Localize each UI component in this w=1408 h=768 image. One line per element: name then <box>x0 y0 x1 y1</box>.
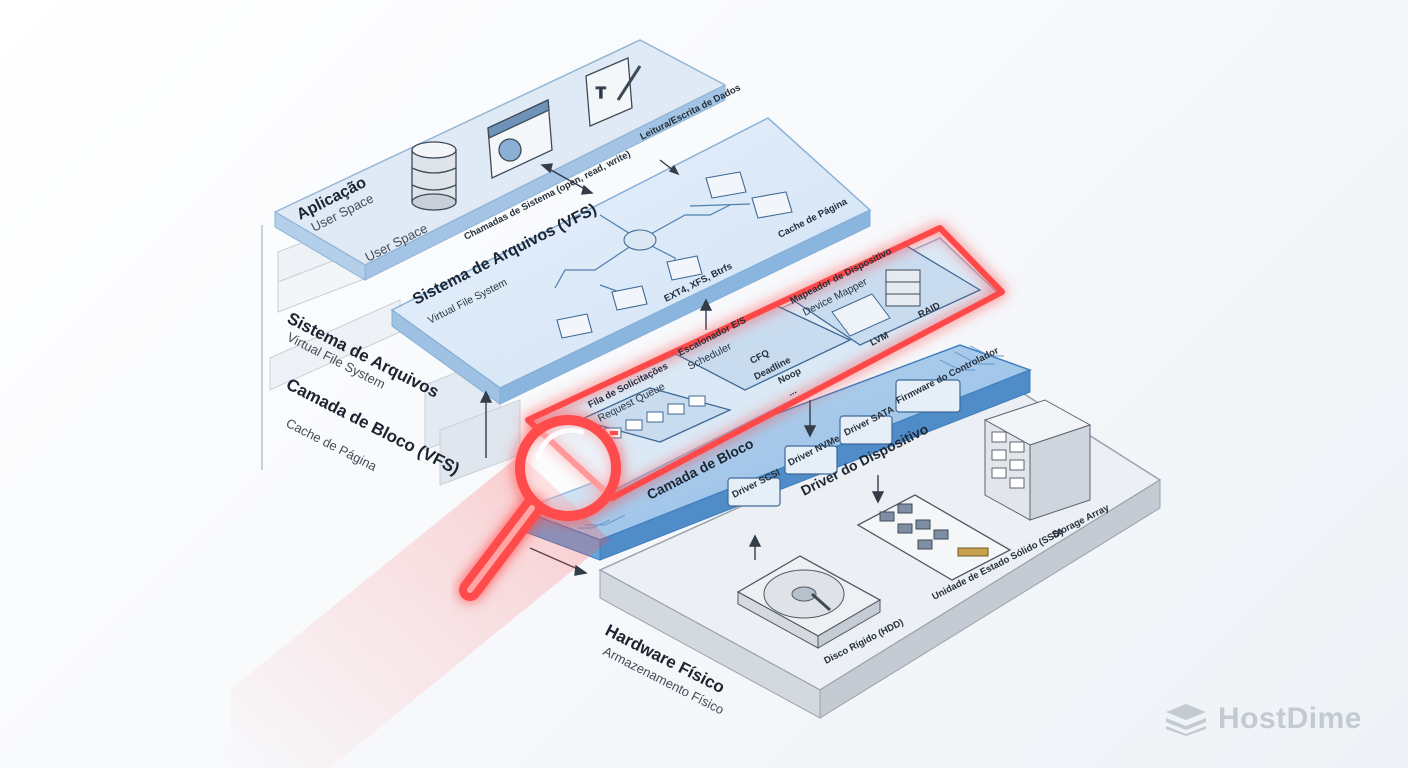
mapper-box <box>788 244 982 346</box>
svg-text:T: T <box>596 85 606 102</box>
stack-logo-icon <box>1165 704 1206 736</box>
vfs-node-shapes <box>556 72 793 339</box>
driver-boxes <box>727 379 961 507</box>
ssd-icon <box>856 494 1012 581</box>
storage-array-icon <box>983 399 1092 521</box>
brand-name: HostDime <box>1217 702 1362 735</box>
database-icon <box>411 141 457 211</box>
connector-arrows <box>479 159 885 576</box>
queue-box <box>578 387 732 443</box>
vfs-layer <box>390 117 872 405</box>
browser-icon <box>487 99 553 179</box>
vfs-nodes <box>554 203 751 296</box>
brand-logo: HostDime <box>1164 702 1362 736</box>
document-edit-icon: T <box>585 57 642 127</box>
magnifier-icon <box>459 415 621 601</box>
hdd-icon <box>736 555 882 649</box>
